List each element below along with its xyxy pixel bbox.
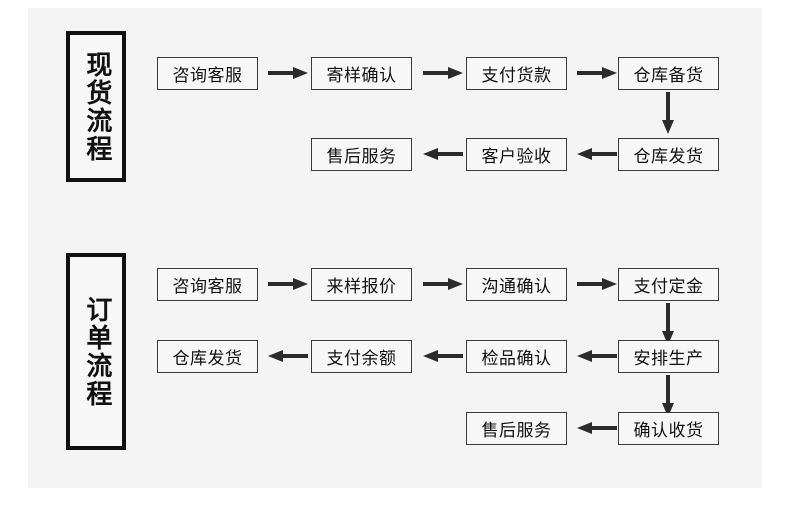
section-label-custom-order: 订单流程 bbox=[66, 253, 126, 450]
node-after-sales-2[interactable]: 售后服务 bbox=[466, 412, 567, 445]
node-pay-balance[interactable]: 支付余额 bbox=[311, 340, 412, 373]
node-warehouse-ship-2[interactable]: 仓库发货 bbox=[157, 340, 258, 373]
node-warehouse-prepare[interactable]: 仓库备货 bbox=[618, 57, 719, 90]
node-sample-quote[interactable]: 来样报价 bbox=[311, 268, 412, 301]
arrow-down-icon bbox=[660, 303, 676, 345]
node-customer-acceptance[interactable]: 客户验收 bbox=[466, 138, 567, 171]
arrow-right-icon bbox=[423, 276, 463, 292]
arrow-left-icon bbox=[577, 420, 617, 436]
arrow-right-icon bbox=[577, 276, 617, 292]
arrow-left-icon bbox=[577, 146, 617, 162]
node-pay-goods[interactable]: 支付货款 bbox=[466, 57, 567, 90]
arrow-down-icon bbox=[660, 92, 676, 134]
arrow-left-icon bbox=[423, 348, 463, 364]
section-label-text: 订单流程 bbox=[81, 295, 112, 408]
arrow-left-icon bbox=[268, 348, 308, 364]
arrow-right-icon bbox=[268, 276, 308, 292]
arrow-left-icon bbox=[423, 146, 463, 162]
node-confirm-receipt[interactable]: 确认收货 bbox=[618, 412, 719, 445]
arrow-down-icon bbox=[660, 375, 676, 417]
node-sample-confirm[interactable]: 寄样确认 bbox=[311, 57, 412, 90]
section-label-text: 现货流程 bbox=[81, 50, 112, 163]
node-arrange-production[interactable]: 安排生产 bbox=[618, 340, 719, 373]
node-consult-support-2[interactable]: 咨询客服 bbox=[157, 268, 258, 301]
arrow-left-icon bbox=[577, 348, 617, 364]
node-pay-deposit[interactable]: 支付定金 bbox=[618, 268, 719, 301]
arrow-right-icon bbox=[268, 65, 308, 81]
node-consult-support-1[interactable]: 咨询客服 bbox=[157, 57, 258, 90]
arrow-right-icon bbox=[423, 65, 463, 81]
node-warehouse-ship-1[interactable]: 仓库发货 bbox=[618, 138, 719, 171]
node-after-sales-1[interactable]: 售后服务 bbox=[311, 138, 412, 171]
section-label-spot-stock: 现货流程 bbox=[66, 31, 126, 182]
node-communication-confirm[interactable]: 沟通确认 bbox=[466, 268, 567, 301]
node-inspection-confirm[interactable]: 检品确认 bbox=[466, 340, 567, 373]
arrow-right-icon bbox=[577, 65, 617, 81]
